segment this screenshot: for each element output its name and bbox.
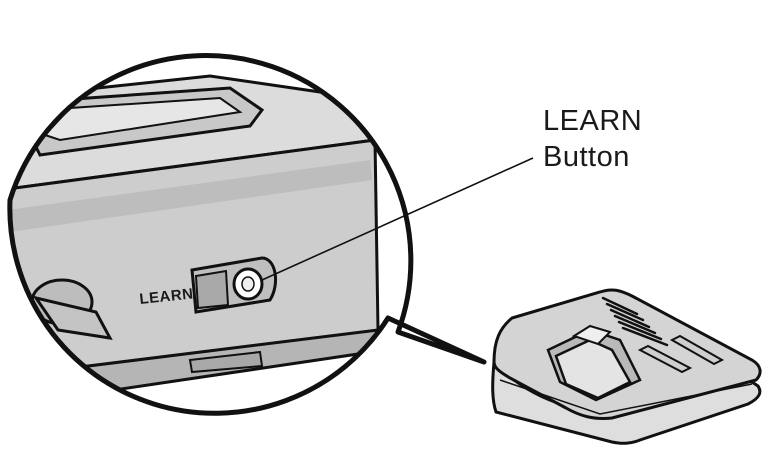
learn-button-inner [241,276,255,292]
overview-front-edge [499,379,753,415]
magnified-detail: LEARN [9,74,388,400]
side-port-body [32,295,113,340]
overview-small-button [571,324,612,346]
magnifier-outline [7,53,487,416]
device-foot [188,350,264,374]
callout-label-learn: LEARN [543,105,643,137]
device-overview [491,288,762,445]
callout-label-button: Button [543,141,630,173]
panel-learn-label: LEARN [139,285,195,308]
overview-speaker-grille [601,296,669,347]
learn-button-recess-shadow [194,269,230,310]
device-front-band [9,160,372,232]
overview-slot-1 [637,344,693,374]
callout-leader-line [261,157,534,281]
overview-slot-2 [669,334,725,366]
